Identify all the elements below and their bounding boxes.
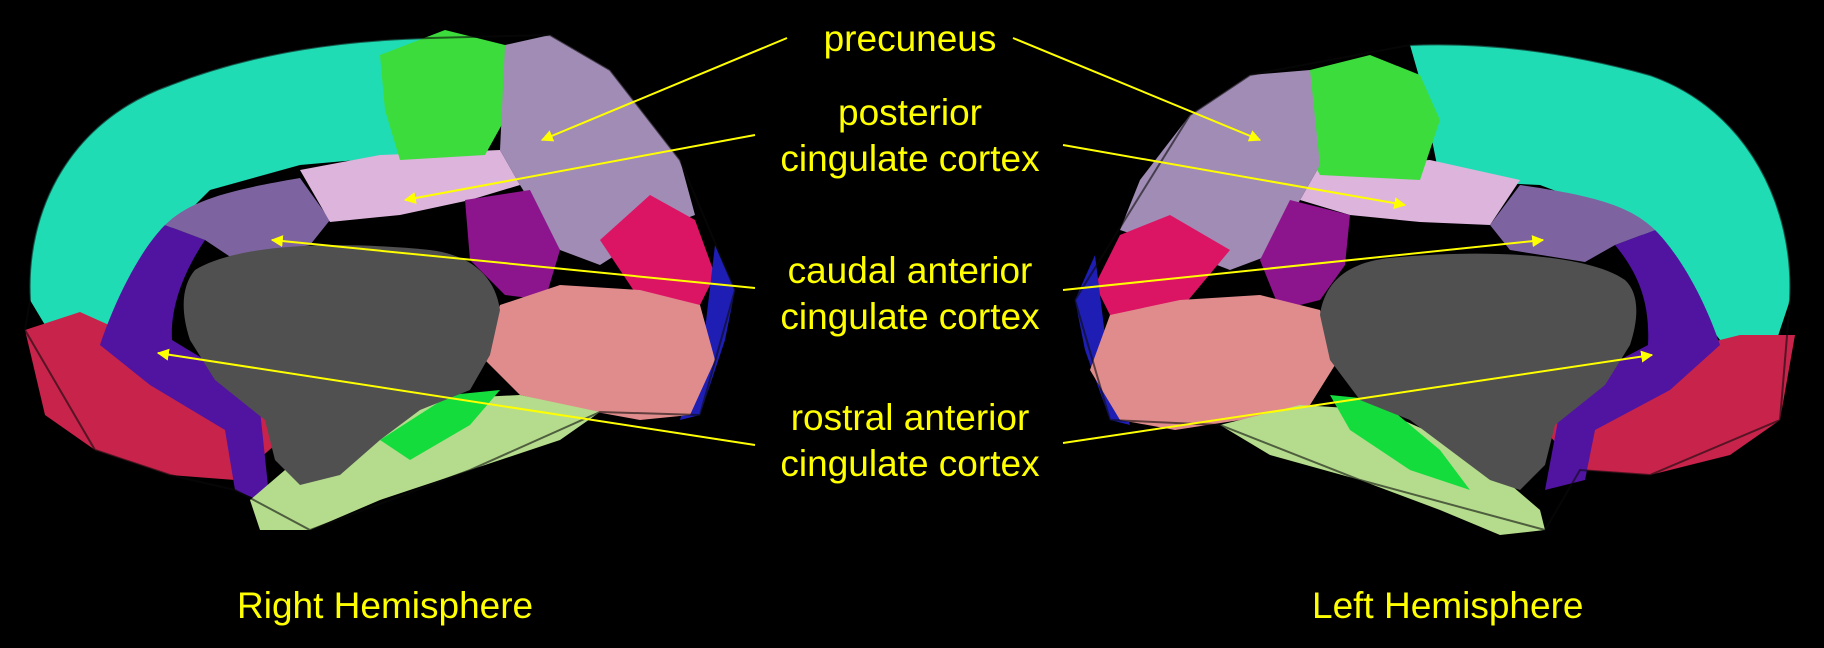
rostral-anterior-cingulate-cortex-label: rostral anterior cingulate cortex — [760, 395, 1060, 487]
left-hemisphere-brain — [1073, 43, 1795, 535]
isthmus-cingulate-region — [1260, 200, 1350, 310]
posterior-cingulate-region — [300, 150, 520, 222]
paracentral-region — [380, 30, 510, 160]
posterior-cingulate-pointer-left — [1062, 144, 1407, 210]
isthmus-cingulate-region — [465, 190, 560, 300]
posterior-cingulate-label-line-1: posterior — [838, 92, 982, 133]
caudal-anterior-cingulate-pointer-right — [270, 235, 756, 289]
lingual-region — [1090, 295, 1335, 430]
precuneus-label-line-1: precuneus — [823, 18, 997, 59]
superior-frontal-region — [1410, 44, 1791, 345]
rostral-anterior-cingulate-pointer-right — [156, 348, 756, 446]
fusiform-region — [1220, 405, 1545, 535]
parahippocampal-region — [1330, 395, 1470, 490]
parahippocampal-region — [380, 390, 500, 460]
caudal-anterior-cingulate-label-line-1: caudal anterior — [787, 250, 1033, 291]
caudal-anterior-cingulate-region — [165, 178, 330, 260]
precuneus-pointer-left — [1012, 37, 1262, 142]
precuneus-pointer-right — [540, 37, 788, 142]
caudal-anterior-cingulate-cortex-label: caudal anterior cingulate cortex — [760, 248, 1060, 340]
caudal-anterior-cingulate-label-line-2: cingulate cortex — [780, 296, 1040, 337]
posterior-cingulate-label-line-2: cingulate cortex — [780, 138, 1040, 179]
rostral-anterior-cingulate-region — [100, 225, 270, 505]
posterior-cingulate-cortex-label: posterior cingulate cortex — [760, 90, 1060, 182]
fusiform-region — [250, 395, 600, 530]
rostral-anterior-cingulate-region — [1545, 230, 1720, 490]
caudal-anterior-cingulate-region — [1490, 185, 1655, 262]
caudal-anterior-cingulate-pointer-left — [1062, 235, 1545, 291]
posterior-cingulate-pointer-right — [403, 134, 756, 204]
medial-wall-region — [183, 245, 500, 485]
rostral-anterior-cingulate-label-line-1: rostral anterior — [790, 397, 1030, 438]
lingual-region — [485, 285, 715, 420]
cuneus-region — [1095, 215, 1230, 315]
cuneus-region — [600, 195, 715, 305]
right-hemisphere-caption: Right Hemisphere — [237, 585, 534, 626]
precuneus-label: precuneus — [760, 16, 1060, 62]
rostral-anterior-cingulate-pointer-left — [1062, 350, 1654, 444]
medial-wall-region — [1320, 253, 1637, 490]
right-hemisphere-brain — [23, 30, 737, 532]
rostral-anterior-cingulate-label-line-2: cingulate cortex — [780, 443, 1040, 484]
paracentral-region — [1290, 55, 1440, 180]
left-hemisphere-caption: Left Hemisphere — [1312, 585, 1584, 626]
